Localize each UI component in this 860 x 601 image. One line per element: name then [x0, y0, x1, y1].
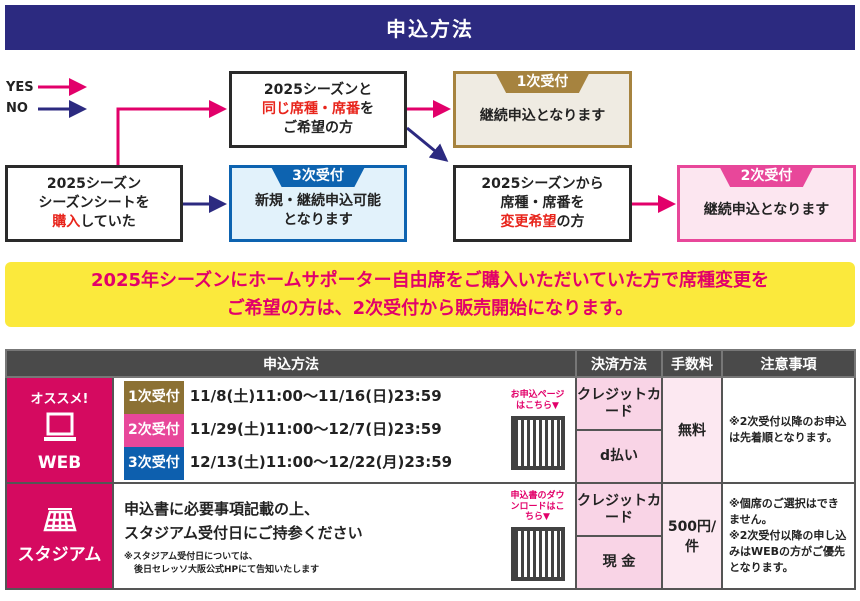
text-highlight: 購入	[52, 213, 81, 230]
round-tag: 2次受付	[718, 165, 815, 187]
header-notes: 注意事項	[721, 349, 856, 378]
text: シーズンシートを	[38, 195, 150, 212]
note-line: ※個席のご選択はできません。	[729, 497, 839, 527]
text: 継続申込となります	[703, 202, 830, 219]
flow-box-first-round: 1次受付 継続申込となります	[453, 71, 632, 148]
laptop-icon	[43, 412, 76, 441]
web-qr-cell[interactable]: お申込ページはこちら▼	[500, 376, 577, 484]
round-tag: 3次受付	[270, 165, 366, 187]
instruction-line: スタジアム受付日にご持参ください	[124, 524, 363, 542]
header-fee: 手数料	[661, 349, 723, 378]
text: の方	[556, 213, 585, 230]
flow-box-third-round: 3次受付 新規・継続申込可能 となります	[229, 165, 407, 242]
qr-code-icon[interactable]	[510, 415, 565, 470]
flow-box-start: 2025シーズン シーズンシートを 購入していた	[5, 165, 183, 242]
header-payment: 決済方法	[575, 349, 663, 378]
web-periods: 1次受付 11/8(土)11:00〜11/16(日)23:59 2次受付 11/29…	[112, 376, 500, 484]
table-row-web: オススメ! WEB 1次受付 11/8(土)11:00〜11/16(日)23:59…	[5, 376, 856, 484]
round-badge: 3次受付	[124, 446, 184, 480]
text: 新規・継続申込可能	[255, 192, 381, 209]
text: ご希望の方	[283, 119, 353, 136]
stadium-instructions: 申込書に必要事項記載の上、 スタジアム受付日にご持参ください ※スタジアム受付日…	[112, 482, 500, 590]
text: 2025シーズン	[46, 176, 142, 193]
text: 継続申込となります	[479, 108, 606, 125]
round-period: 12/13(土)11:00〜12/22(月)23:59	[189, 452, 453, 471]
legend-no: NO	[6, 101, 28, 116]
arrow-same-no	[406, 126, 449, 162]
stadium-qr-cell[interactable]: 申込書のダウンロードはこちら▼	[500, 482, 577, 590]
qr-label: 申込書のダウンロードはこちら▼	[510, 490, 565, 523]
flow-box-same-seat: 2025シーズンと 同じ席種・席番を ご希望の方	[229, 71, 407, 148]
web-label-cell: オススメ! WEB	[5, 376, 114, 484]
banner-line: ご希望の方は、2次受付から販売開始になります。	[226, 298, 634, 319]
note-stadium: ※個席のご選択はできません。 ※2次受付以降の申し込みはWEBの方がご優先となり…	[721, 482, 856, 590]
text: 席種・席番を	[500, 195, 585, 212]
text: を	[360, 101, 374, 118]
round-period: 11/29(土)11:00〜12/7(日)23:59	[189, 419, 442, 438]
fee-web: 無料	[661, 376, 723, 484]
stadium-icon	[42, 507, 77, 531]
arrow-start-yes	[116, 100, 227, 165]
flow-box-second-round: 2次受付 継続申込となります	[677, 165, 856, 242]
legend-yes: YES	[6, 80, 34, 95]
notice-banner: 2025年シーズンにホームサポーター自由席をご購入いただいていた方で席種変更を …	[5, 262, 855, 327]
text: 2025シーズンと	[263, 82, 373, 99]
instruction-line: 申込書に必要事項記載の上、	[124, 500, 320, 518]
note-line: ※2次受付以降の申し込みはWEBの方がご優先となります。	[729, 529, 847, 574]
page-title: 申込方法	[5, 5, 855, 50]
stadium-label-cell: スタジアム	[5, 482, 114, 590]
recommend-label: オススメ!	[30, 391, 89, 407]
round-period: 11/8(土)11:00〜11/16(日)23:59	[189, 386, 442, 405]
qr-label: お申込ページはこちら▼	[510, 390, 565, 411]
application-table: 申込方法 決済方法 手数料 注意事項 オススメ! WEB 1次受付 11/8(土)…	[5, 349, 856, 590]
web-label: WEB	[37, 452, 82, 473]
footnote: 後日セレッソ大阪公式HPにて告知いたします	[134, 565, 320, 575]
text: となります	[283, 211, 353, 228]
qr-code-icon[interactable]	[510, 527, 565, 582]
text-highlight: 同じ席種・席番	[262, 101, 360, 118]
stadium-label: スタジアム	[17, 544, 102, 565]
header-method: 申込方法	[5, 349, 577, 378]
payment-credit: クレジットカード	[575, 376, 663, 431]
payment-dpay: d払い	[575, 429, 663, 484]
banner-line: 2025年シーズンにホームサポーター自由席をご購入いただいていた方で席種変更を	[90, 270, 770, 291]
note-web: ※2次受付以降のお申込は先着順となります。	[721, 376, 856, 484]
text: していた	[80, 213, 136, 230]
table-row-stadium: スタジアム 申込書に必要事項記載の上、 スタジアム受付日にご持参ください ※スタ…	[5, 482, 856, 590]
text: 2025シーズンから	[481, 176, 604, 193]
payment-credit: クレジットカード	[575, 482, 663, 537]
flow-box-change-seat: 2025シーズンから 席種・席番を 変更希望の方	[453, 165, 632, 242]
round-badge: 1次受付	[124, 380, 184, 414]
flow-arrows	[38, 78, 676, 213]
round-badge: 2次受付	[124, 413, 184, 447]
footnote: ※スタジアム受付日については、	[124, 552, 258, 562]
payment-cash: 現 金	[575, 535, 663, 590]
text-highlight: 変更希望	[500, 213, 557, 230]
round-tag: 1次受付	[494, 71, 591, 93]
fee-stadium: 500円/件	[661, 482, 723, 590]
